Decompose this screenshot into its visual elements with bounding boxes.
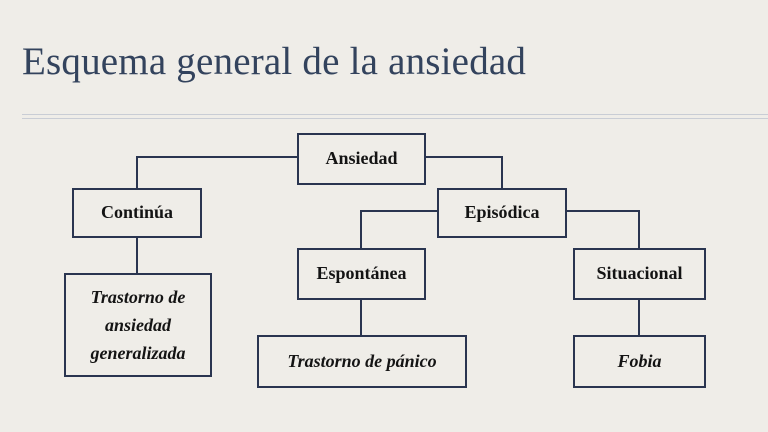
title-divider-bottom — [22, 118, 768, 119]
node-espontanea: Espontánea — [297, 248, 426, 300]
node-trastorno-ansiedad-generalizada: Trastorno de ansiedad generalizada — [64, 273, 212, 377]
node-espontanea-label: Espontánea — [316, 263, 407, 284]
node-trastorno-de-panico: Trastorno de pánico — [257, 335, 467, 388]
node-situacional-label: Situacional — [596, 263, 683, 284]
node-tag-line-2: ansiedad — [104, 315, 171, 335]
node-episodica-label: Episódica — [464, 202, 540, 223]
node-panico-label: Trastorno de pánico — [287, 350, 437, 371]
node-tag-line-3: generalizada — [90, 343, 186, 363]
node-situacional: Situacional — [573, 248, 706, 300]
node-tag-label: Trastorno de ansiedad generalizada — [90, 283, 185, 367]
node-episodica: Episódica — [437, 188, 567, 238]
node-continua: Continúa — [72, 188, 202, 238]
node-fobia: Fobia — [573, 335, 706, 388]
node-tag-line-1: Trastorno de — [90, 287, 186, 307]
node-continua-label: Continúa — [100, 202, 174, 223]
node-ansiedad-label: Ansiedad — [325, 148, 398, 169]
node-ansiedad: Ansiedad — [297, 133, 426, 185]
node-fobia-label: Fobia — [617, 350, 662, 371]
title-divider-top — [22, 114, 768, 115]
slide-title: Esquema general de la ansiedad — [22, 40, 527, 83]
